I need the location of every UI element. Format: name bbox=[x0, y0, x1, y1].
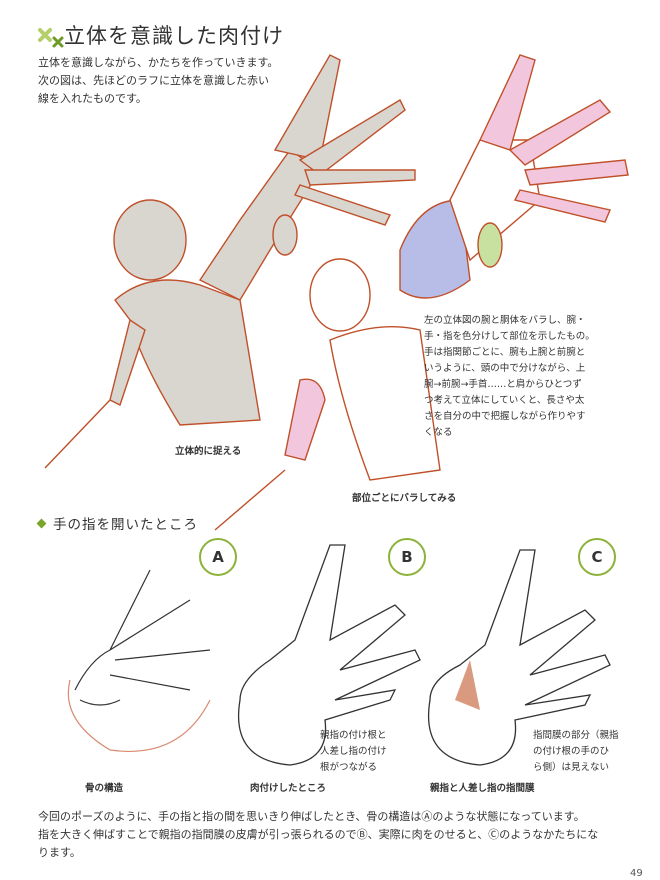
caption-3d: 立体的に捉える bbox=[175, 446, 242, 457]
body-line: ります。 bbox=[38, 846, 81, 859]
page-title: 立体を意識した肉付け bbox=[64, 24, 284, 48]
note-line: 左の立体図の腕と胴体をバラし、腕・ bbox=[424, 315, 586, 326]
note-line: 手は指関節ごとに、腕も上腕と前腕と bbox=[424, 347, 586, 358]
hand-fleshed bbox=[238, 544, 421, 766]
body-line: 今回のポーズのように、手の指と指の間を思いきり伸ばしたとき、骨の構造はⒶのような… bbox=[38, 810, 585, 823]
note-line: 親指の付け根と bbox=[320, 730, 387, 741]
caption-parts: 部位ごとにバラしてみる bbox=[352, 493, 457, 504]
note-line: 根がつながる bbox=[320, 762, 378, 773]
sparkle-cross-icon bbox=[38, 28, 64, 48]
diamond-bullet-icon bbox=[36, 518, 47, 529]
page-number: 49 bbox=[630, 868, 643, 879]
note-line: さを自分の中で把握しながら作りやす bbox=[424, 411, 586, 422]
body-text: 今回のポーズのように、手の指と指の間を思いきり伸ばしたとき、骨の構造はⒶのような… bbox=[38, 808, 638, 862]
badge-b: B bbox=[388, 538, 426, 576]
note-line: つ考えて立体にしていくと、長さや太 bbox=[424, 395, 585, 406]
note-line: いうように、頭の中で分けながら、上 bbox=[424, 363, 586, 374]
hand-web-membrane bbox=[428, 549, 611, 766]
figure-3d-body bbox=[44, 54, 416, 469]
caption-c: 親指と人差し指の指間膜 bbox=[430, 783, 535, 794]
note-c: 指間膜の部分（親指 の付け根の手のひ ら側）は見えない bbox=[533, 728, 619, 776]
note-line: の付け根の手のひ bbox=[533, 746, 610, 757]
caption-a: 骨の構造 bbox=[85, 783, 124, 794]
note-b: 親指の付け根と 人差し指の付け 根がつながる bbox=[320, 728, 387, 776]
note-line: くなる bbox=[424, 427, 453, 438]
caption-b: 肉付けしたところ bbox=[250, 783, 327, 794]
note-line: 人差し指の付け bbox=[320, 746, 387, 757]
section-heading-text: 手の指を開いたところ bbox=[53, 517, 198, 533]
parts-note: 左の立体図の腕と胴体をバラし、腕・ 手・指を色分けして部位を示したもの。 手は指… bbox=[424, 313, 634, 441]
badge-a: A bbox=[199, 538, 237, 576]
hand-bone-structure bbox=[67, 569, 211, 752]
note-line: 指間膜の部分（親指 bbox=[533, 730, 619, 741]
note-line: 腕→前腕→手首……と肩からひとつず bbox=[424, 379, 582, 390]
intro-line: 立体を意識しながら、かたちを作っていきます。 bbox=[38, 56, 279, 69]
intro-line: 線を入れたものです。 bbox=[38, 92, 147, 105]
intro-text: 立体を意識しながら、かたちを作っていきます。 次の図は、先ほどのラフに立体を意識… bbox=[38, 54, 298, 108]
note-line: ら側）は見えない bbox=[533, 762, 610, 773]
intro-line: 次の図は、先ほどのラフに立体を意識した赤い bbox=[38, 74, 269, 87]
badge-c: C bbox=[578, 538, 616, 576]
figure-parts-colored bbox=[214, 54, 629, 531]
section-heading: 手の指を開いたところ bbox=[36, 513, 198, 533]
note-line: 手・指を色分けして部位を示したもの。 bbox=[424, 331, 595, 342]
body-line: 指を大きく伸ばすことで親指の指間膜の皮膚が引っ張られるのでⒷ、実際に肉をのせると… bbox=[38, 828, 599, 841]
